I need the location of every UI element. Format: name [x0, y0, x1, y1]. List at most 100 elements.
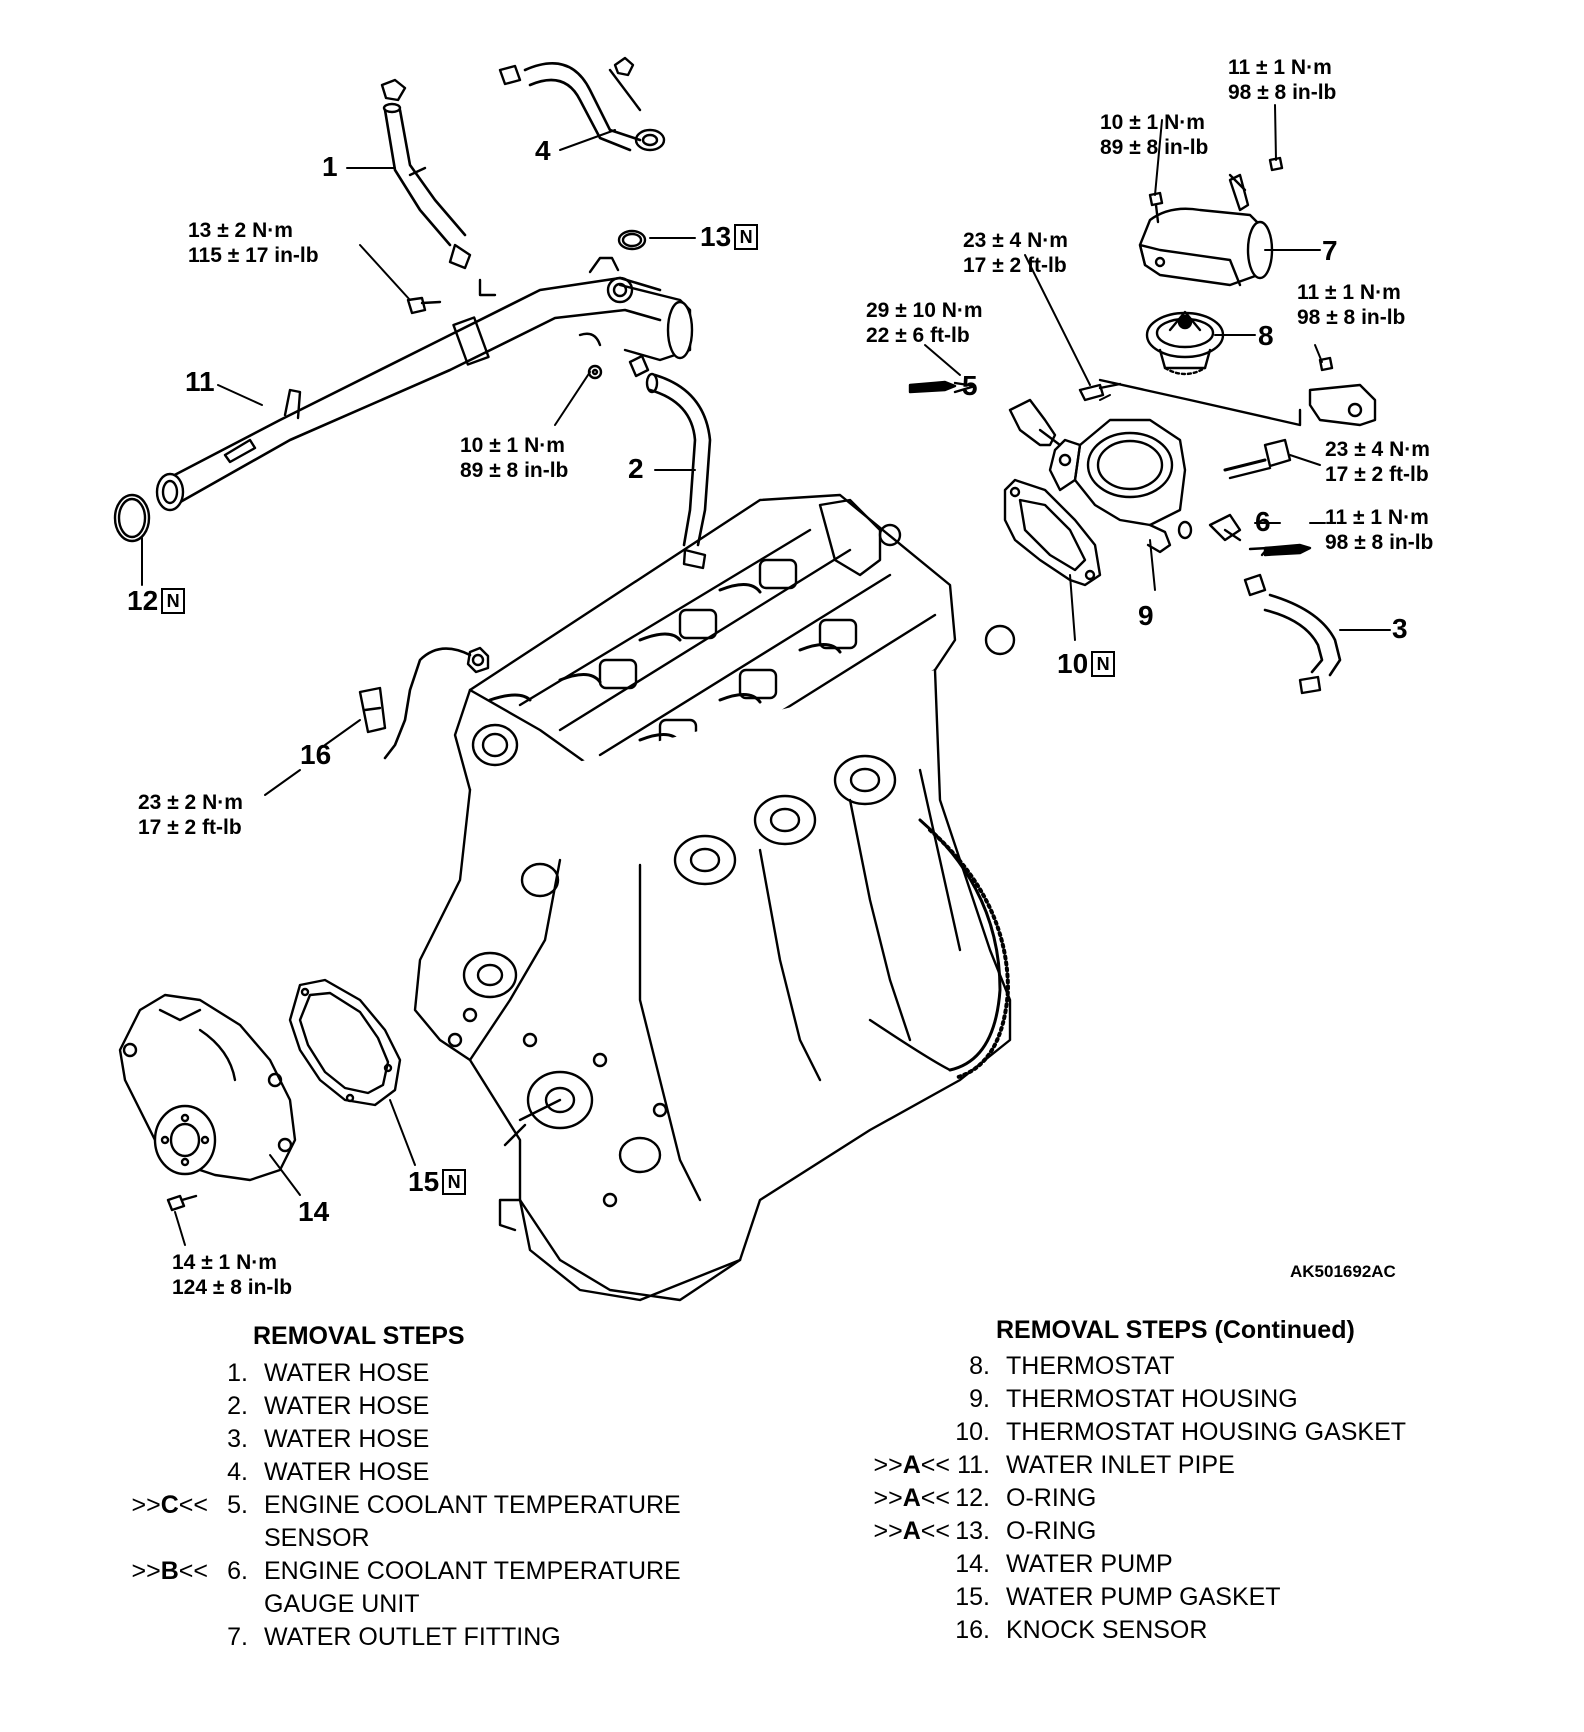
step-number: 6.: [227, 1557, 248, 1585]
leader-lines: [141, 104, 1391, 1246]
callout-3: 3: [1392, 613, 1408, 644]
step-row: 9. THERMOSTAT HOUSING: [942, 1383, 1562, 1416]
step-row: 15. WATER PUMP GASKET: [942, 1581, 1562, 1614]
coolant-temperature-gauge-unit: [1208, 513, 1312, 557]
step-text: O-RING: [1006, 1517, 1097, 1545]
callout-7: 7: [1322, 235, 1338, 266]
step-number: 15.: [955, 1583, 990, 1611]
thermostat: [1145, 310, 1225, 376]
step-reference-mark: >>A<<: [873, 1484, 950, 1512]
step-row: >>A<<11. WATER INLET PIPE: [874, 1449, 1562, 1482]
callout-6: 6: [1255, 506, 1271, 537]
step-text: WATER INLET PIPE: [1006, 1451, 1235, 1479]
new-part-mark: N: [161, 588, 186, 614]
step-number: 7.: [227, 1623, 248, 1651]
knock-sensor: [358, 646, 490, 760]
step-row: 3. WATER HOSE: [200, 1423, 760, 1456]
step-number: 3.: [227, 1425, 248, 1453]
step-text: WATER PUMP GASKET: [1006, 1583, 1281, 1611]
bracket: [1308, 356, 1377, 427]
step-text: ENGINE COOLANT TEMPERATURE: [264, 1557, 681, 1585]
water-pump-gasket: [288, 978, 402, 1107]
engine-block: [413, 493, 1016, 1302]
removal-steps-continued-title: REMOVAL STEPS (Continued): [996, 1316, 1355, 1344]
step-number: 5.: [227, 1491, 248, 1519]
step-text: THERMOSTAT: [1006, 1352, 1175, 1380]
step-row: 14.WATER PUMP: [942, 1548, 1562, 1581]
figure-id: AK501692AC: [1290, 1262, 1396, 1281]
step-number: 10.: [955, 1418, 990, 1446]
o-ring-12: [113, 493, 151, 543]
long-bolt: [1223, 438, 1292, 480]
callout-5: 5: [962, 370, 978, 401]
new-part-mark: N: [442, 1169, 467, 1195]
step-text: WATER PUMP: [1006, 1550, 1173, 1578]
callout-16: 16: [300, 739, 332, 770]
new-part-mark: N: [1091, 651, 1116, 677]
step-text: KNOCK SENSOR: [1006, 1616, 1208, 1644]
step-row: >>A<<13. O-RING: [874, 1515, 1562, 1548]
step-row: >>C<<5.ENGINE COOLANT TEMPERATURE: [132, 1489, 760, 1522]
step-number: 4.: [227, 1458, 248, 1486]
callout-14: 14: [298, 1196, 330, 1227]
water-inlet-pipe: [155, 256, 694, 512]
step-row: GAUGE UNIT: [200, 1588, 760, 1621]
step-number: 9.: [969, 1385, 990, 1413]
step-number: 16.: [955, 1616, 990, 1644]
step-number: 11.: [957, 1451, 990, 1479]
water-pump-bolt: [166, 1194, 198, 1212]
step-text: GAUGE UNIT: [264, 1590, 420, 1618]
thermostat-housing: [1048, 378, 1302, 554]
step-text: WATER HOSE: [264, 1392, 430, 1420]
step-text: O-RING: [1006, 1484, 1097, 1512]
water-hose-1: [380, 78, 472, 270]
step-reference-mark: >>A<<: [873, 1451, 950, 1479]
step-row: 8.THERMOSTAT: [942, 1350, 1562, 1383]
step-text: THERMOSTAT HOUSING GASKET: [1006, 1418, 1407, 1446]
step-row: 7.WATER OUTLET FITTING: [200, 1621, 760, 1654]
water-hose-2: [587, 354, 712, 570]
callout-4: 4: [535, 135, 551, 166]
diagram-artwork: [113, 56, 1391, 1302]
thermostat-housing-gasket: [1003, 478, 1102, 587]
step-row: 4. WATER HOSE: [200, 1456, 760, 1489]
water-hose-4: [498, 56, 666, 152]
step-number: 1.: [227, 1359, 248, 1387]
callout-11: 11: [185, 366, 215, 397]
step-row: 10. THERMOSTAT HOUSING GASKET: [942, 1416, 1562, 1449]
step-number: 12.: [955, 1484, 990, 1512]
step-row: 16. KNOCK SENSOR: [942, 1614, 1562, 1647]
coolant-temperature-sensor: [908, 380, 1062, 447]
step-row: SENSOR: [200, 1522, 760, 1555]
step-text: THERMOSTAT HOUSING: [1006, 1385, 1298, 1413]
step-row: >>A<<12. O-RING: [874, 1482, 1562, 1515]
step-reference-mark: >>C<<: [131, 1491, 208, 1519]
step-text: SENSOR: [264, 1524, 370, 1552]
callout-2: 2: [628, 453, 644, 484]
callout-9: 9: [1138, 600, 1154, 631]
step-row: >>B<<6.ENGINE COOLANT TEMPERATURE: [132, 1555, 760, 1588]
step-number: 13.: [955, 1517, 990, 1545]
step-reference-mark: >>A<<: [873, 1517, 950, 1545]
step-text: WATER HOSE: [264, 1425, 430, 1453]
step-row: 2.WATER HOSE: [200, 1390, 760, 1423]
housing-bolt-upper: [1078, 382, 1122, 402]
water-outlet-fitting: [1138, 173, 1274, 287]
removal-steps-title: REMOVAL STEPS: [253, 1322, 465, 1350]
step-text: WATER HOSE: [264, 1458, 430, 1486]
